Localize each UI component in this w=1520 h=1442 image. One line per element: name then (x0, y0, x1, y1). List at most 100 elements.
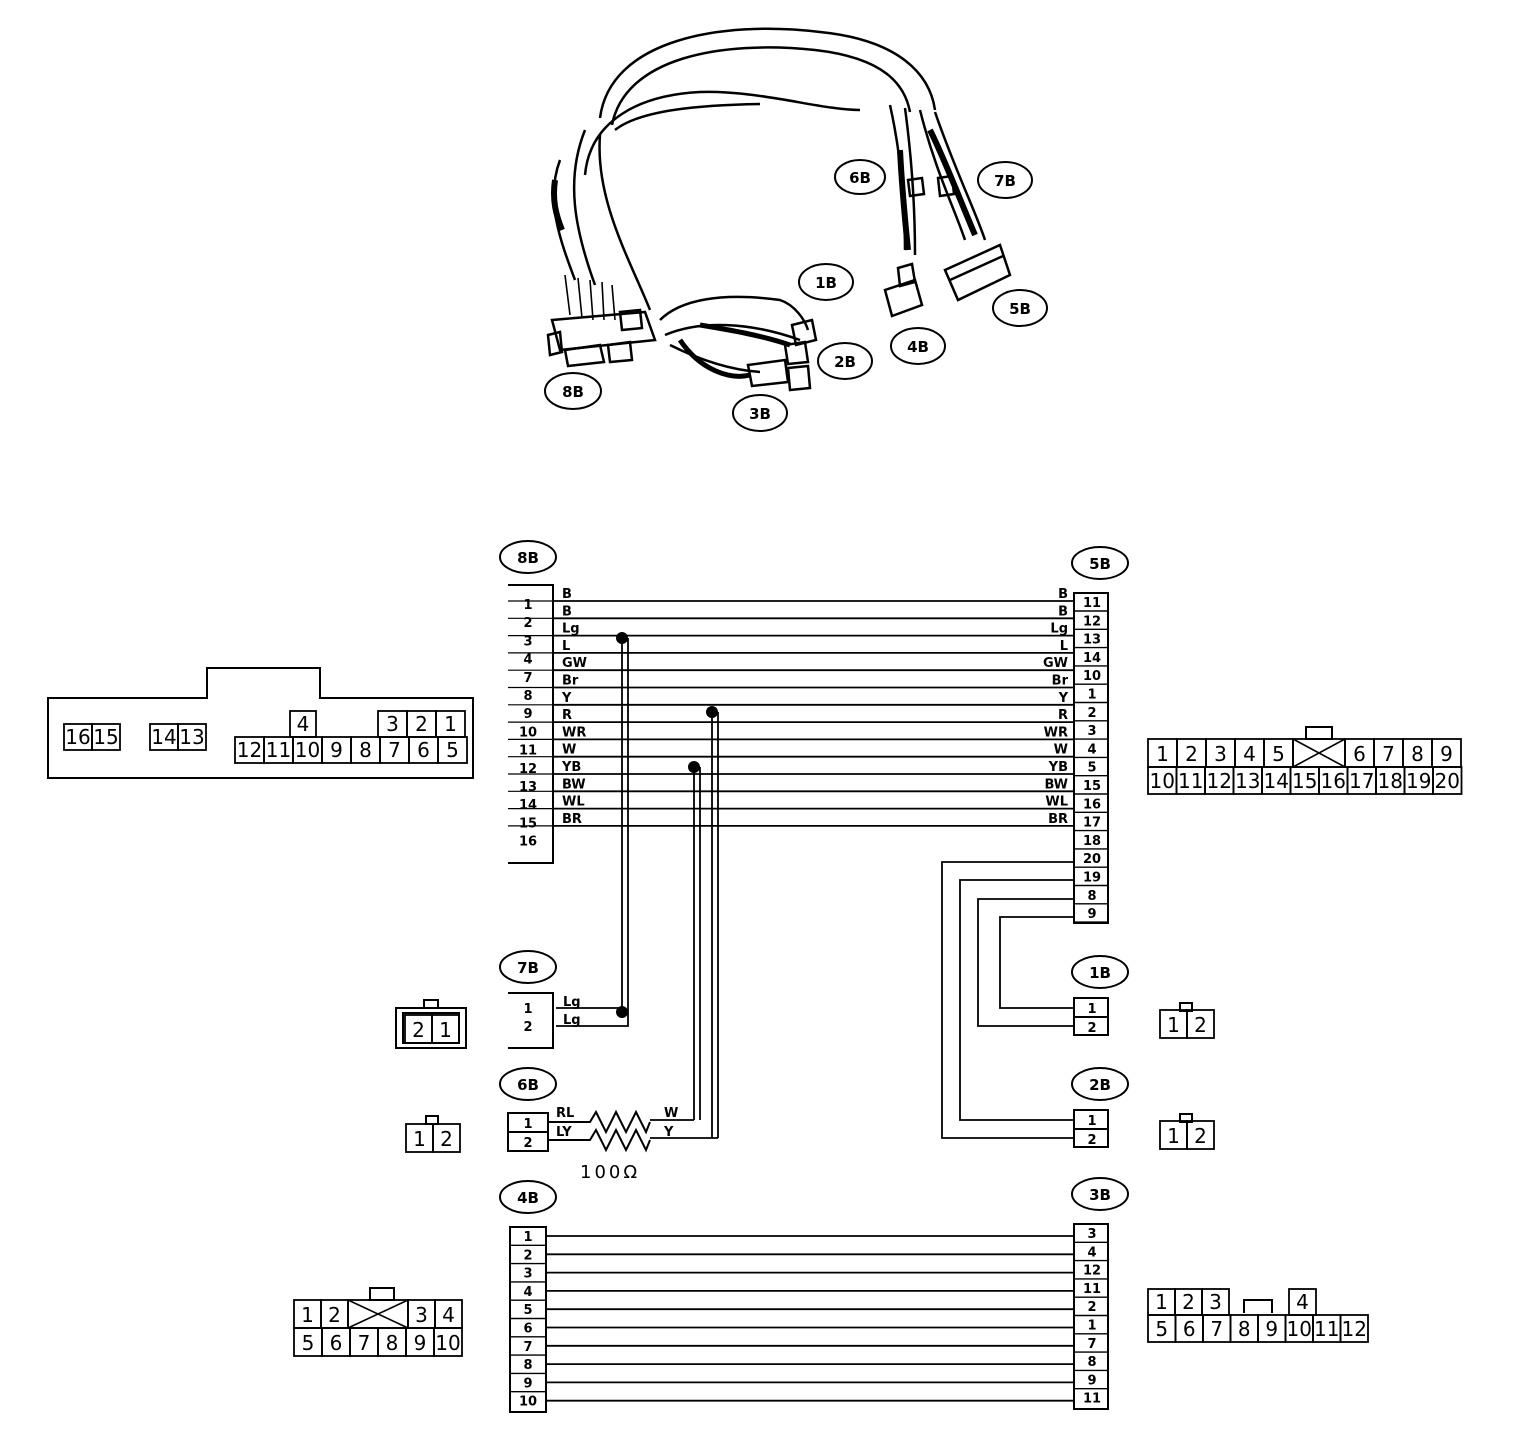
connector-1B-pins: 1 2 (1087, 1002, 1096, 1036)
face-3B-pin-8: 8 (1238, 1317, 1251, 1341)
pin-5B-1: 1 (1087, 688, 1096, 703)
face-6B-cell (432, 1123, 461, 1153)
face-8B-pin-16: 16 (65, 725, 90, 749)
wire-color-left-6: Br (562, 674, 579, 689)
wire-color-right-1: B (1058, 587, 1068, 602)
pin-1B-1: 1 (1087, 1002, 1096, 1017)
callout-7B: 7B (994, 172, 1016, 190)
face-1B-2B-keys (1179, 1002, 1193, 1123)
wire-6B-Y: Y (663, 1125, 674, 1140)
callout-8B: 8B (562, 383, 584, 401)
pin-8B-15: 15 (519, 816, 537, 831)
face-6B-outline (425, 1115, 439, 1125)
face-1B-cell (1186, 1009, 1215, 1039)
face-3B-pin-11: 11 (1314, 1317, 1339, 1341)
wire-color-right-9: WR (1044, 725, 1068, 740)
face-4B-pin-1: 1 (301, 1303, 314, 1327)
face-5B-pin-11: 11 (1178, 769, 1203, 793)
wire-color-right-11: YB (1048, 760, 1068, 775)
wire-color-right-2: B (1058, 604, 1068, 619)
face-3B-pin-5: 5 (1155, 1317, 1168, 1341)
wire-7B-2: Lg (563, 1013, 581, 1028)
pin-4B-9: 9 (523, 1376, 532, 1391)
face-8B-pin-5: 5 (446, 738, 459, 762)
wire-color-left-11: YB (561, 760, 581, 775)
face-4B-pin-4: 4 (442, 1303, 455, 1327)
face-8B-pin-15: 15 (93, 725, 118, 749)
face-3B-pin-6: 6 (1183, 1317, 1196, 1341)
face-3B-cell (1339, 1314, 1369, 1343)
pin-8B-9: 9 (523, 707, 532, 722)
label-6B: 6B (517, 1076, 539, 1094)
face-4B-cell (433, 1327, 463, 1357)
pin-4B-5: 5 (523, 1303, 532, 1318)
branch-wires-5B (941, 861, 1074, 1139)
connector-1B-body (1073, 997, 1109, 1036)
pin-5B-18: 18 (1083, 834, 1101, 849)
face-8B-pin-7: 7 (388, 738, 401, 762)
connector-3B-body (1073, 1223, 1109, 1410)
tap-wires (556, 638, 719, 1139)
pin-5B-19: 19 (1083, 871, 1101, 886)
pin-4B-2: 2 (523, 1248, 532, 1263)
wire-6B-RL: RL (556, 1106, 574, 1121)
wire-color-left-9: WR (562, 725, 586, 740)
wire-color-left-4: L (562, 639, 570, 654)
pin-5B-11: 11 (1083, 596, 1101, 611)
face-5B-pin-13: 13 (1235, 769, 1260, 793)
harness-callout-labels: 6B 7B 1B 5B 2B 4B 8B 3B (562, 169, 1031, 423)
pin-5B-15: 15 (1083, 779, 1101, 794)
face-2B-pin-2: 2 (1194, 1124, 1207, 1148)
callout-1B: 1B (815, 274, 837, 292)
face-7B-pin-1: 1 (439, 1018, 452, 1042)
connector-6B-wires: RL LY W Y (556, 1106, 678, 1140)
face-4B-pin-2: 2 (328, 1303, 341, 1327)
pin-8B-8: 8 (523, 689, 532, 704)
pin-8B-7: 7 (523, 671, 532, 686)
pin-3B-1: 1 (1087, 1319, 1096, 1334)
face-5B-pin-20: 20 (1435, 769, 1460, 793)
wire-color-right-6: Br (1052, 674, 1069, 689)
label-5B: 5B (1089, 555, 1111, 573)
callout-4B: 4B (907, 338, 929, 356)
face-5B-pin-9: 9 (1440, 742, 1453, 766)
face-8B-pin-4: 4 (297, 712, 310, 736)
face-8B-pin-8: 8 (359, 738, 372, 762)
pin-5B-17: 17 (1083, 816, 1101, 831)
connector-7B-pins: 1 2 (523, 1002, 532, 1035)
wire-color-right-4: L (1060, 639, 1068, 654)
face-4B-pin-10: 10 (435, 1331, 460, 1355)
face-5B-pin-6: 6 (1353, 742, 1366, 766)
pin-3B-4: 4 (1087, 1245, 1096, 1260)
harness-illustration (546, 27, 1012, 392)
face-8B-pin-9: 9 (330, 738, 343, 762)
label-2B: 2B (1089, 1076, 1111, 1094)
wire-color-right-3: Lg (1050, 622, 1068, 637)
pin-5B-2: 2 (1087, 706, 1096, 721)
pin-4B-3: 3 (523, 1267, 532, 1282)
wire-color-left-3: Lg (562, 622, 580, 637)
blank-cross (1292, 738, 1346, 768)
pin-3B-2: 2 (1087, 1300, 1096, 1315)
face-3B-pin-7: 7 (1210, 1317, 1223, 1341)
face-8B-cell (91, 723, 121, 751)
face-3B-pin-10: 10 (1287, 1317, 1312, 1341)
blank-cross (347, 1299, 409, 1329)
wire-color-right-12: BW (1044, 777, 1068, 792)
callout-3B: 3B (749, 405, 771, 423)
wire-color-left-8: R (562, 708, 572, 723)
pin-8B-4: 4 (523, 653, 532, 668)
section-callout-labels: 8B 5B 7B 6B 1B 2B 4B 3B (517, 549, 1111, 1207)
wire-color-left-1: B (562, 587, 572, 602)
pin-5B-10: 10 (1083, 669, 1101, 684)
pin-5B-4: 4 (1087, 742, 1096, 757)
